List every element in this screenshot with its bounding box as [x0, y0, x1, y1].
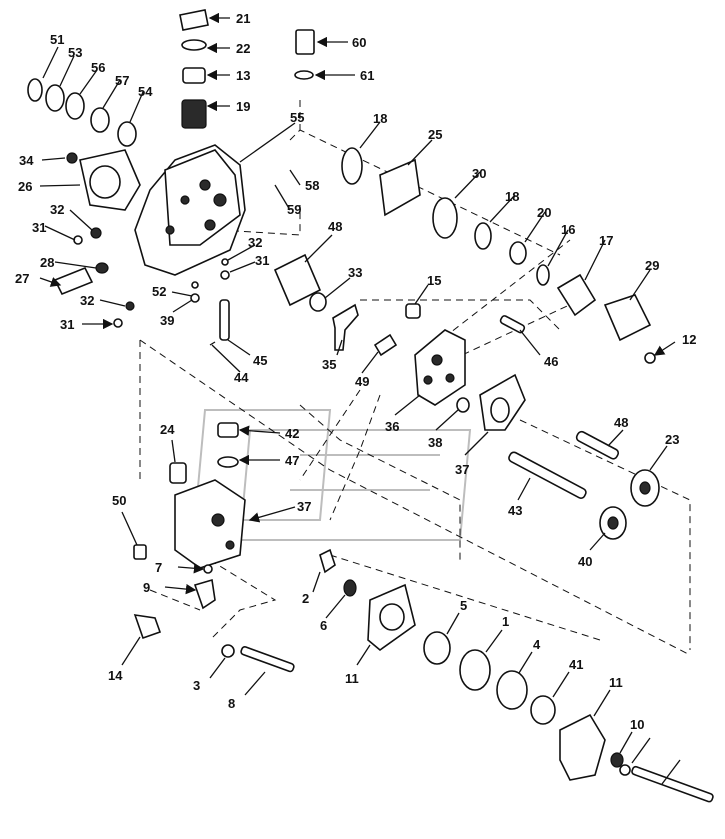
- gear-37-top: [630, 469, 660, 507]
- callout-15: 45: [253, 353, 267, 368]
- callout-2: 5: [460, 598, 467, 613]
- rod-15: [209, 299, 230, 346]
- callout-35: 46: [544, 354, 558, 369]
- leader-lines: [39, 12, 681, 785]
- callout-8: 10: [630, 717, 644, 732]
- callout-32a: 32: [50, 202, 64, 217]
- callout-31b: 31: [60, 317, 74, 332]
- callout-33: 12: [682, 332, 696, 347]
- callout-31a: 31: [32, 220, 46, 235]
- callout-53: 53: [68, 45, 82, 60]
- callout-50: 43: [508, 503, 522, 518]
- callout-49: 36: [385, 419, 399, 434]
- callout-51: 51: [50, 32, 64, 47]
- callout-7: 2: [302, 591, 309, 606]
- callout-46: 38: [428, 435, 442, 450]
- callout-13: 13: [236, 68, 250, 83]
- callout-25: 25: [428, 127, 442, 142]
- callout-28: 28: [40, 255, 54, 270]
- valve-block: [169, 422, 246, 569]
- callout-37a: 23: [665, 432, 679, 447]
- callout-14: 8: [228, 696, 235, 711]
- callout-56: 56: [91, 60, 105, 75]
- callout-20: 20: [537, 205, 551, 220]
- callout-6: 1: [502, 614, 509, 629]
- callout-42: 50: [112, 493, 126, 508]
- callout-59: 59: [287, 202, 301, 217]
- callout-9: 6: [320, 618, 327, 633]
- callout-57: 57: [115, 73, 129, 88]
- callout-48a: 15: [427, 273, 441, 288]
- callout-4: 11: [609, 675, 623, 690]
- callout-27: 27: [15, 271, 29, 286]
- callout-55: 55: [290, 110, 304, 125]
- assembly-guide-lines: [139, 100, 691, 656]
- callout-37b: 40: [578, 554, 592, 569]
- gear-housing-26: [66, 149, 141, 211]
- callout-32c: 32: [248, 235, 262, 250]
- callout-32b: 32: [80, 293, 94, 308]
- callout-22: 22: [236, 41, 250, 56]
- callout-labels: 21 22 13 19 60 61 51 53 56 57 54 55 18 2…: [15, 11, 696, 732]
- right-plates: [341, 147, 656, 364]
- callout-29: 29: [645, 258, 659, 273]
- callout-61: 61: [360, 68, 374, 83]
- callout-30: 30: [472, 166, 486, 181]
- callout-44: 49: [355, 374, 369, 389]
- callout-1: 41: [569, 657, 583, 672]
- callout-47: 37: [297, 499, 311, 514]
- callout-31d: 39: [160, 313, 174, 328]
- callout-34: 34: [19, 153, 34, 168]
- callout-12: 44: [234, 370, 249, 385]
- pins: [499, 315, 620, 499]
- shaft-group: [273, 253, 421, 357]
- callout-39: 33: [348, 265, 362, 280]
- bearing-stack: [27, 78, 137, 147]
- fitting-60: [294, 29, 315, 80]
- callout-18a: 18: [373, 111, 387, 126]
- elbow-fittings: [133, 544, 216, 640]
- callout-26: 26: [18, 179, 32, 194]
- callout-48b: 24: [160, 422, 175, 437]
- callout-41: 14: [108, 668, 123, 683]
- callout-21: 21: [236, 11, 250, 26]
- callout-45: 35: [322, 357, 336, 372]
- callout-5: 4: [533, 637, 541, 652]
- callout-31c: 31: [255, 253, 269, 268]
- callout-11a: 3: [193, 678, 200, 693]
- callout-3: 11: [345, 671, 359, 686]
- gear-37-bottom: [599, 506, 627, 540]
- callout-38: 48: [614, 415, 628, 430]
- center-block: [414, 329, 526, 431]
- callout-16: 16: [561, 222, 575, 237]
- callout-17: 17: [599, 233, 613, 248]
- cap-stack: [179, 9, 209, 129]
- callout-60: 60: [352, 35, 366, 50]
- callout-32d: 52: [152, 284, 166, 299]
- callout-36: 37: [455, 462, 469, 477]
- callout-18b: 18: [505, 189, 519, 204]
- callout-19: 19: [236, 99, 250, 114]
- callout-52: 48: [328, 219, 342, 234]
- callout-54: 54: [138, 84, 153, 99]
- callout-23: 42: [285, 426, 299, 441]
- bottom-assembly: [221, 548, 714, 803]
- callout-58: 58: [305, 178, 319, 193]
- callout-40: 9: [143, 580, 150, 595]
- callout-43: 7: [155, 560, 162, 575]
- callout-24: 47: [285, 453, 299, 468]
- main-housing: [134, 144, 246, 276]
